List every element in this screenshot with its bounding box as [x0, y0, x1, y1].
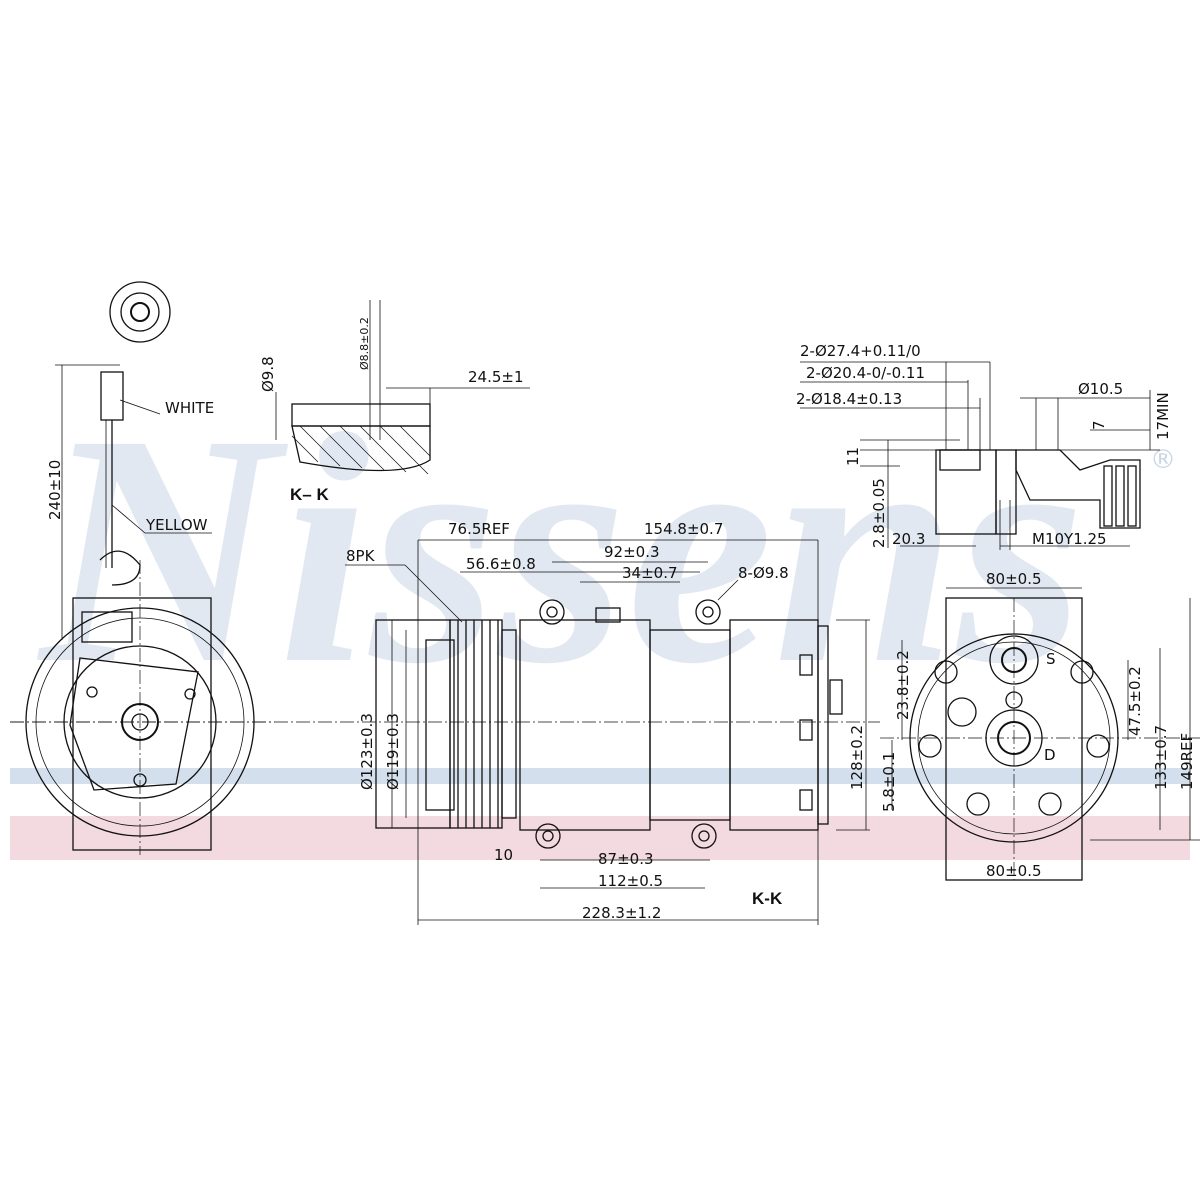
dim-rear-top-80: 80±0.5: [986, 570, 1042, 588]
registered-mark: ®: [1150, 445, 1176, 475]
label-belt-type: 8PK: [346, 547, 376, 565]
dim-rear-475: 47.5±0.2: [1126, 666, 1144, 736]
dim-pulley-outer: Ø123±0.3: [358, 713, 376, 790]
dim-92: 92±0.3: [604, 543, 660, 561]
watermark-band-pink: [10, 816, 1190, 860]
watermark-brand: Nissens: [35, 367, 1085, 732]
dim-pulley-inner: Ø119±0.3: [384, 713, 402, 790]
dim-port-17min: 17MIN: [1154, 392, 1172, 440]
dim-port-105: Ø10.5: [1078, 380, 1123, 398]
dim-port-11: 11: [844, 447, 862, 466]
dim-port-203: 20.3: [892, 530, 925, 548]
dim-87: 87±0.3: [598, 850, 654, 868]
clutch-outline: [72, 597, 212, 851]
label-port-s: S: [1046, 650, 1056, 668]
clutch-plate: [69, 657, 199, 791]
port-detail: 2-Ø27.4+0.11/0 2-Ø20.4-0/-0.11 2-Ø18.4±0…: [796, 342, 1172, 550]
side-view: WHITE YELLOW 240±10: [10, 281, 275, 855]
section-detail: Ø9.8 Ø8.8±0.2 24.5±1 K– K: [259, 300, 530, 504]
section-label-small: K– K: [290, 485, 329, 504]
dim-overall-right: 154.8±0.7: [644, 520, 723, 538]
dim-height-128: 128±0.2: [848, 725, 866, 790]
dim-holes: 8-Ø9.8: [738, 564, 789, 582]
dim-rear-133: 133±0.7: [1152, 725, 1170, 790]
dim-rear-149ref: 149REF: [1178, 733, 1196, 790]
dim-rear-58: 5.8±0.1: [880, 752, 898, 812]
dim-port-thread: M10Y1.25: [1032, 530, 1107, 548]
dim-port-20: 2-Ø20.4-0/-0.11: [806, 364, 925, 382]
dim-34: 34±0.7: [622, 564, 678, 582]
dim-depth: 24.5±1: [468, 368, 524, 386]
dim-port-18: 2-Ø18.4±0.13: [796, 390, 902, 408]
dim-56: 56.6±0.8: [466, 555, 536, 573]
dim-dia-hole: Ø8.8±0.2: [358, 317, 371, 370]
wire-label-yellow: YELLOW: [145, 516, 208, 534]
dim-ref-left: 76.5REF: [448, 520, 510, 538]
dim-wire-length: 240±10: [46, 460, 64, 520]
connector-plug: [109, 281, 171, 343]
dim-112: 112±0.5: [598, 872, 663, 890]
dim-port-27: 2-Ø27.4+0.11/0: [800, 342, 921, 360]
watermark-band-blue: [10, 768, 1190, 784]
dim-rear-238: 23.8±0.2: [894, 650, 912, 720]
label-port-d: D: [1044, 746, 1056, 764]
dim-port-7: 7: [1090, 420, 1108, 430]
dim-rear-bottom-80: 80±0.5: [986, 862, 1042, 880]
dim-10: 10: [494, 846, 513, 864]
rear-view: 80±0.5 80±0.5 23.8±0.2 47.5±0.2 133±0.7 …: [880, 570, 1200, 881]
section-label-main: K-K: [752, 889, 783, 908]
front-view: 8PK 76.5REF 154.8±0.7 56.6±0.8 92±0.3 34…: [10, 520, 880, 925]
dim-dia-small: Ø9.8: [259, 356, 277, 392]
dim-port-28: 2.8±0.05: [870, 478, 888, 548]
dim-overall-length: 228.3±1.2: [582, 904, 661, 922]
wire-label-white: WHITE: [165, 399, 214, 417]
watermark: Nissens ®: [10, 367, 1190, 860]
